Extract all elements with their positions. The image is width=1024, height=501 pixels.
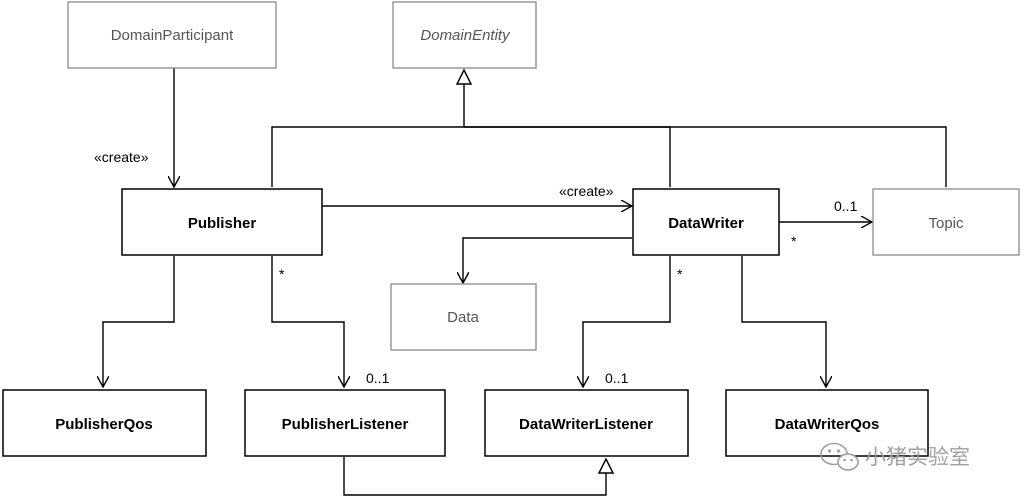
label-publisher-listener-star: * (279, 266, 285, 282)
edge-writer-to-data (463, 237, 632, 283)
edge-writer-to-listener (583, 256, 671, 387)
class-publisher-qos: PublisherQos (2, 389, 207, 457)
label-publisher-listener-multiplicity: 0..1 (366, 370, 390, 386)
class-data: Data (390, 283, 537, 351)
class-topic: Topic (872, 188, 1020, 256)
class-data-writer-listener-label: DataWriterListener (519, 416, 653, 433)
wechat-logo-icon (820, 442, 859, 471)
label-writer-listener-multiplicity: 0..1 (605, 370, 629, 386)
class-data-writer-label: DataWriter (668, 215, 744, 232)
class-publisher: Publisher (121, 188, 323, 256)
label-topic-multiplicity: 0..1 (834, 198, 858, 214)
watermark-text: 小猪实验室 (865, 445, 970, 469)
label-writer-topic-star: * (791, 233, 797, 249)
class-data-writer-listener: DataWriterListener (484, 389, 689, 457)
class-publisher-listener: PublisherListener (244, 389, 446, 457)
class-topic-label: Topic (928, 215, 964, 232)
class-data-writer: DataWriter (632, 188, 780, 256)
class-data-writer-qos-label: DataWriterQos (775, 416, 880, 433)
class-publisher-qos-label: PublisherQos (55, 416, 153, 433)
inheritance-publisher-to-domain-entity (271, 126, 464, 187)
label-participant-create: «create» (94, 149, 149, 165)
class-domain-entity: DomainEntity (392, 1, 537, 69)
class-publisher-listener-label: PublisherListener (282, 416, 409, 433)
watermark: 小猪实验室 (820, 442, 970, 471)
class-domain-entity-label: DomainEntity (420, 27, 511, 44)
class-domain-participant-label: DomainParticipant (111, 27, 234, 44)
edge-publisher-to-listener (271, 256, 344, 387)
label-writer-listener-star: * (677, 266, 683, 282)
class-data-label: Data (447, 309, 479, 326)
class-publisher-label: Publisher (188, 215, 257, 232)
inheritance-publisher-listener-to-writer-listener (343, 457, 606, 496)
edge-writer-to-qos (741, 256, 826, 387)
edge-publisher-to-qos (103, 256, 175, 387)
inheritance-topic-to-domain-entity (464, 126, 947, 187)
label-publisher-create: «create» (559, 183, 614, 199)
class-domain-participant: DomainParticipant (67, 1, 277, 69)
inheritance-data-writer-to-domain-entity (464, 126, 671, 187)
